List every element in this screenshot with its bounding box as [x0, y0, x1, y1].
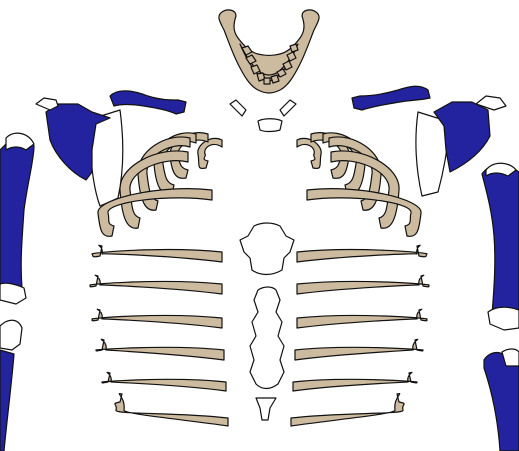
- sternum-manubrium: [240, 223, 294, 275]
- rib-right-6: [307, 189, 421, 237]
- rib-right-7: [297, 245, 427, 262]
- scapula-left: [36, 98, 123, 206]
- rib-right-1: [297, 138, 321, 168]
- sternum: [240, 223, 294, 420]
- clavicle-left: [110, 91, 186, 114]
- rib-left-9: [92, 309, 222, 328]
- humerus-left: [0, 133, 34, 304]
- forearm-left: [0, 320, 22, 451]
- xiphoid-process: [256, 398, 276, 420]
- sternum-body: [250, 287, 284, 389]
- rib-left-1: [198, 138, 222, 168]
- rib-left-10: [96, 339, 224, 360]
- humerus-right: [482, 163, 519, 330]
- rib-right-10: [295, 339, 423, 360]
- mandible: [219, 10, 319, 93]
- rib-right-11: [293, 372, 417, 391]
- rib-right-9: [297, 309, 427, 328]
- rib-left-8: [90, 275, 222, 294]
- ribs-right: [291, 133, 429, 426]
- rib-left-12: [115, 394, 228, 426]
- clavicle-right: [352, 86, 430, 110]
- rib-right-8: [297, 275, 429, 294]
- hyoid: [230, 100, 296, 132]
- forearm-right: [484, 349, 519, 451]
- rib-left-11: [102, 372, 226, 391]
- rib-right-12: [291, 394, 404, 426]
- rib-left-7: [92, 245, 222, 262]
